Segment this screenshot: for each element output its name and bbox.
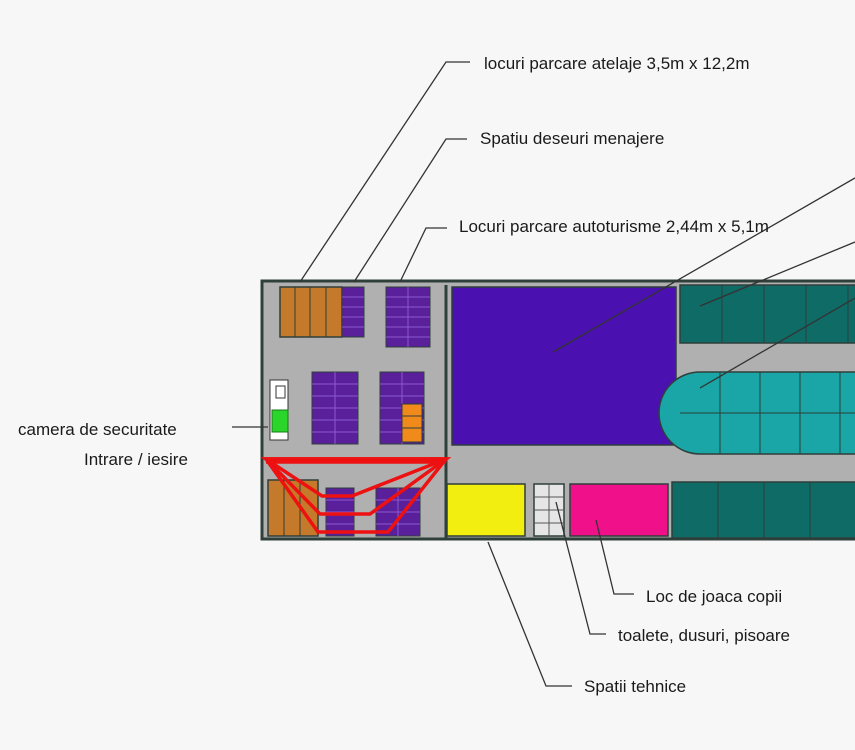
- big-purple-zone: [451, 286, 677, 446]
- label-security-camera: camera de securitate: [18, 420, 177, 439]
- label-waste-space: Spatiu deseuri menajere: [480, 129, 665, 148]
- play-area: [569, 483, 669, 537]
- camera-box: [271, 409, 289, 433]
- label-trailer-parking: locuri parcare atelaje 3,5m x 12,2m: [484, 54, 750, 73]
- label-entrance-exit: Intrare / iesire: [84, 450, 188, 469]
- camera-icon: [275, 385, 286, 399]
- leader-lines: [232, 61, 855, 687]
- label-technical-spaces: Spatii tehnice: [584, 677, 687, 696]
- label-toilets: toalete, dusuri, pisoare: [618, 626, 790, 645]
- green-parking-bottom: [671, 481, 855, 539]
- green-parking-top: [679, 284, 855, 344]
- technical-space: [446, 483, 526, 537]
- entrance-marker: [260, 457, 452, 534]
- toilets-block: [533, 483, 565, 537]
- orange-parking-spots: [401, 403, 423, 443]
- trailer-parking-top: [279, 286, 343, 338]
- teal-parking-island: [658, 371, 855, 455]
- label-play-area: Loc de joaca copii: [646, 587, 783, 606]
- label-car-parking: Locuri parcare autoturisme 2,44m x 5,1m: [459, 217, 769, 236]
